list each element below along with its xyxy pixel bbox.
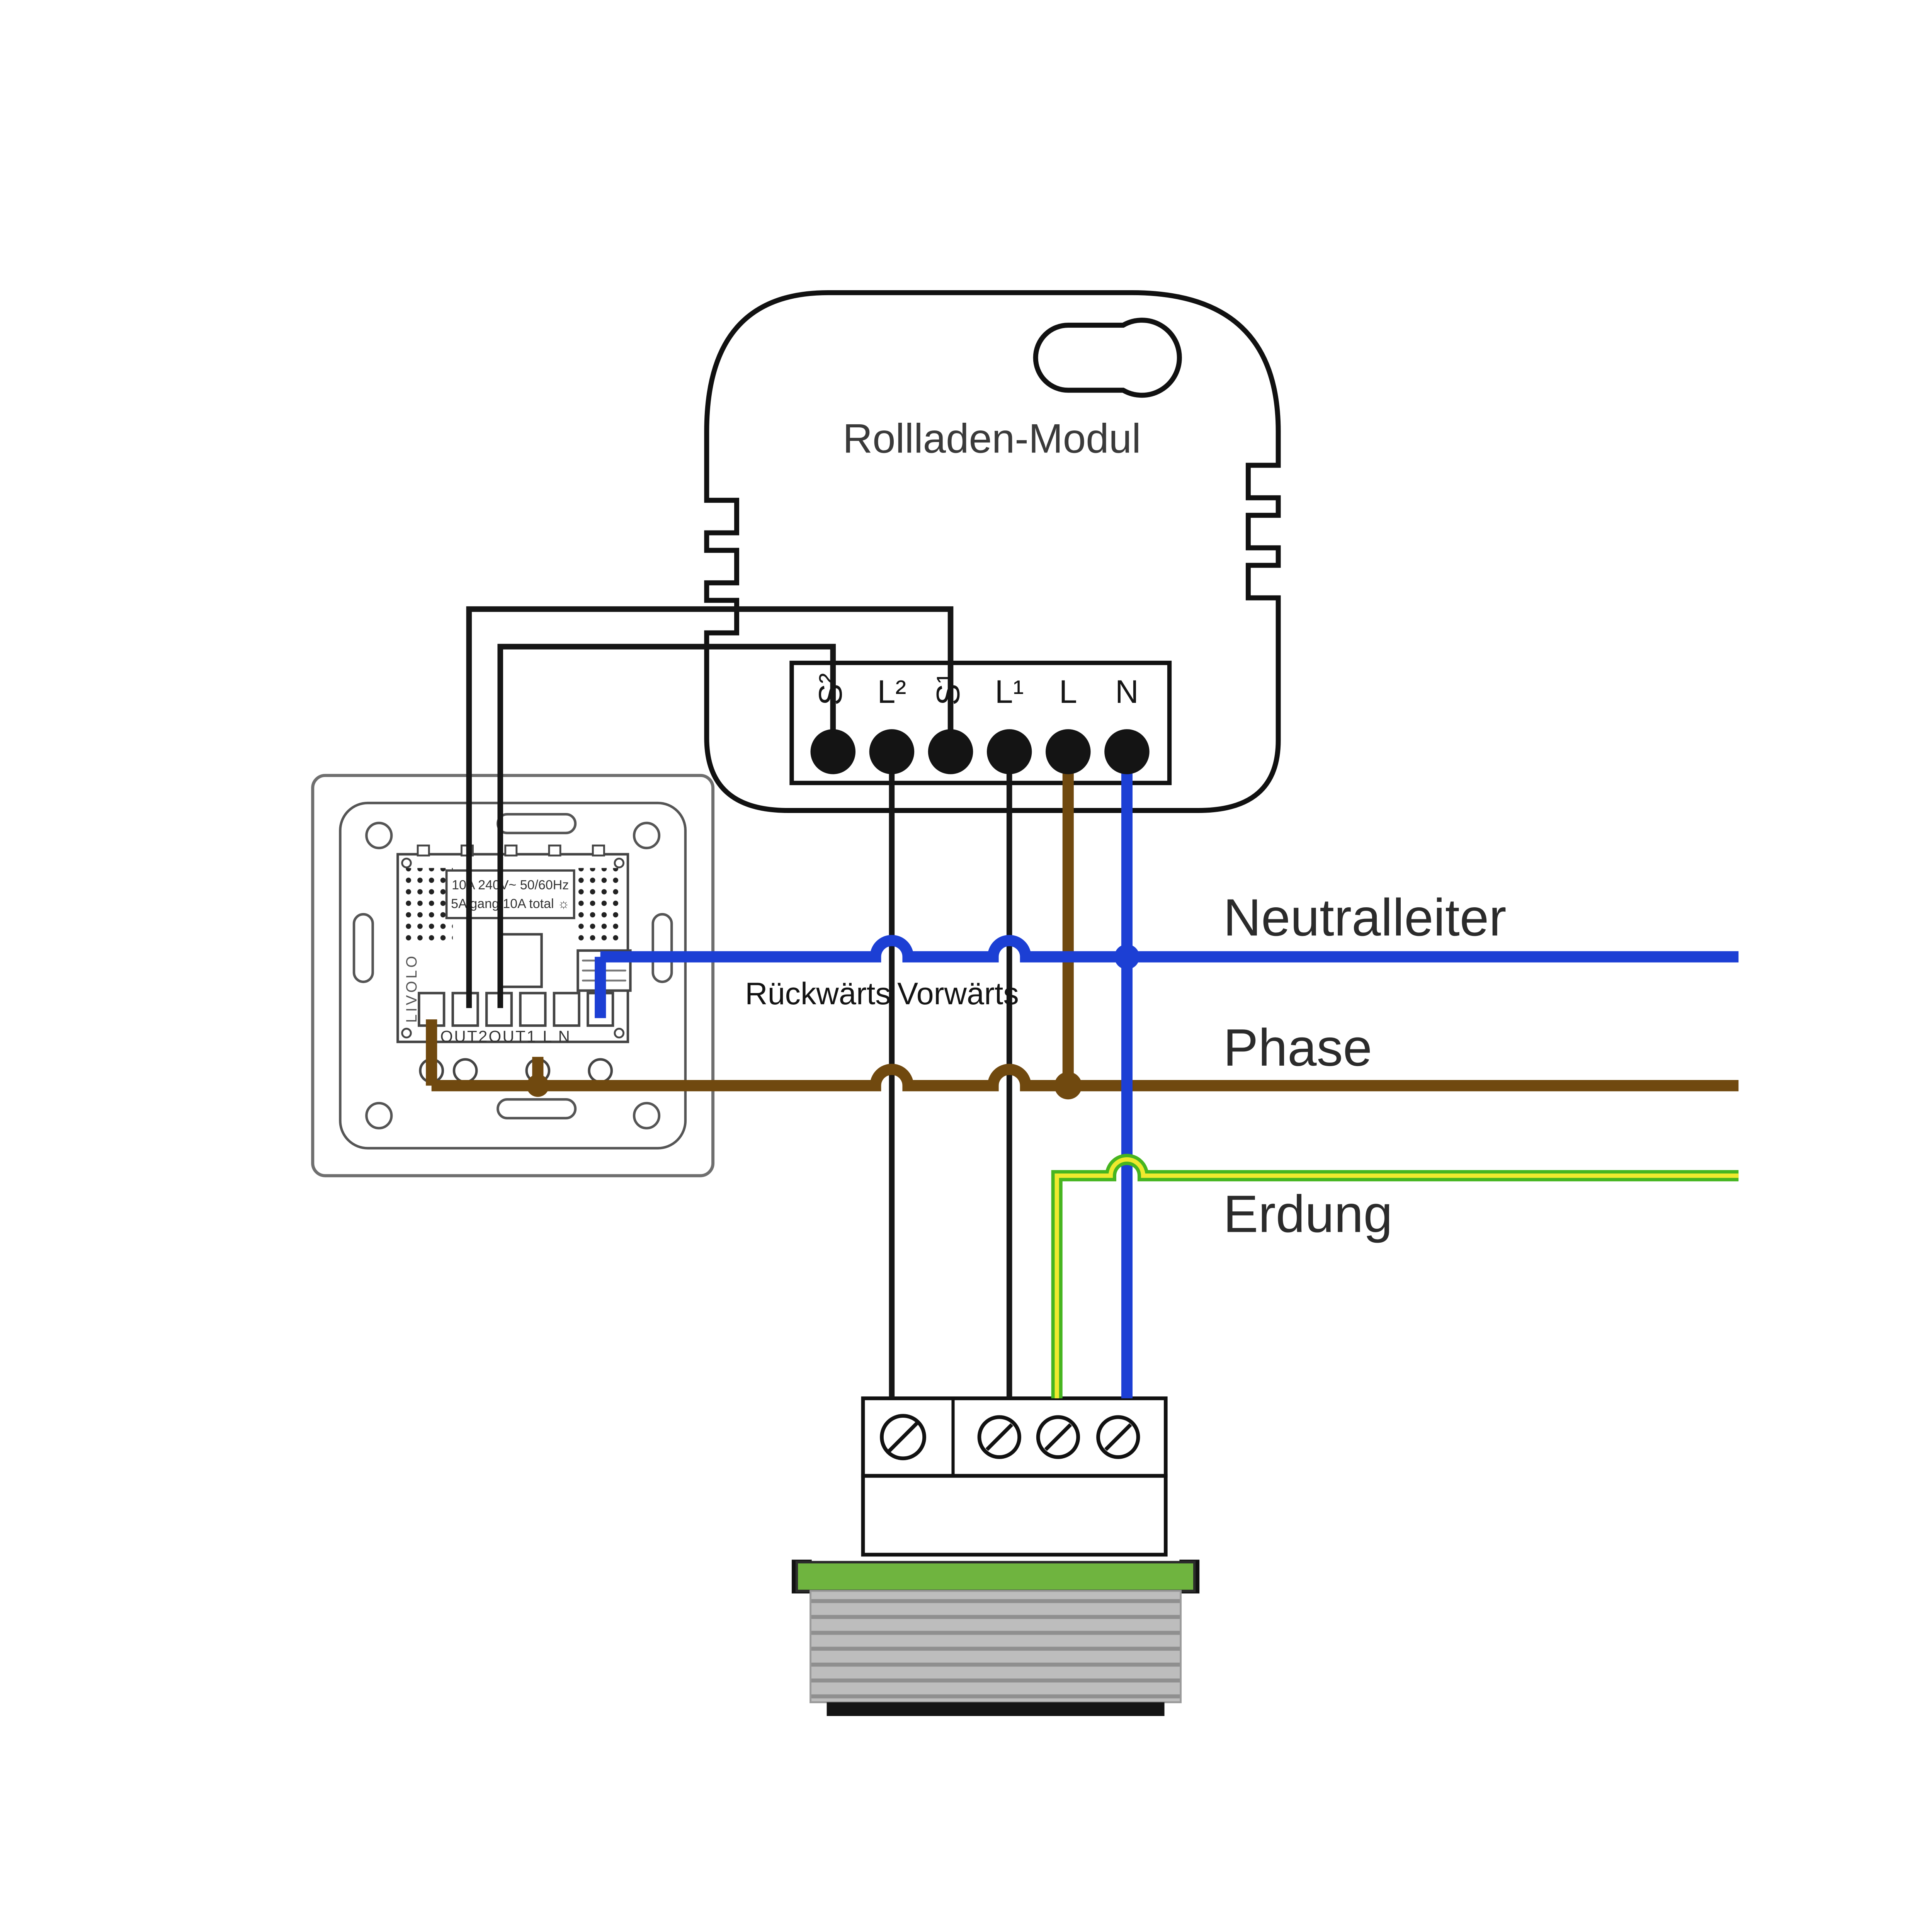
module-terminals: S² L² S¹ L¹ L N [810,673,1150,774]
label-phase: Phase [1223,1018,1372,1077]
plate-screw-hole [365,821,393,849]
terminal-s1 [928,729,973,774]
neutral-wires [595,752,1739,1398]
motor-body [861,1474,1168,1557]
terminal-label-l2: L² [877,673,906,710]
wire-neutral-horizontal [600,935,1739,963]
shutter-motor [791,1396,1200,1716]
shutter-module: Rollladen-Modul [704,290,1281,813]
switch-terminal-slot [519,992,547,1027]
label-neutralleiter: Neutralleiter [1223,888,1507,947]
brand-text: LIVOLO [403,954,420,1023]
wire-phase-horizontal [431,1064,1739,1092]
wall-switch: 10A 240V~ 50/60Hz 5A gang 10A total ☼ LI… [311,774,715,1177]
terminal-l2 [869,729,915,774]
shutter-bottom-bar [827,1702,1165,1716]
terminal-label-s2: S² [812,673,849,705]
earth-wires [1051,1154,1739,1398]
module-title: Rollladen-Modul [843,415,1141,462]
label-vorwaerts: Vorwärts [897,976,1019,1011]
wire-text-labels: Neutralleiter Phase Erdung Rückwärts Vor… [745,888,1506,1243]
label-rueckwaerts: Rückwärts [745,976,891,1011]
inner-module-tab [504,844,518,857]
shutter-curtain [810,1590,1182,1703]
neutral-junction-dot [1114,944,1139,969]
phase-junction-dot [526,1074,549,1097]
terminal-l1 [986,729,1032,774]
motor-terminal-screw-slot [1044,1423,1072,1451]
terminal-label-l: L [1059,673,1077,710]
plate-slot-right [651,913,673,983]
phase-wires [426,752,1739,1100]
motor-terminal-screw-slot [985,1423,1014,1451]
inner-module-corner-hole [401,1027,412,1039]
inner-module-corner-hole [614,1027,625,1039]
shutter-rail [795,1561,1196,1592]
plate-screw-hole [365,1102,393,1129]
wire-s1-to-switch [466,606,954,1008]
terminal-label-n: N [1115,673,1139,710]
inner-module-corner-hole [401,857,412,869]
relay-component [498,933,543,988]
motor-terminal-screw-slot [888,1422,918,1452]
inner-module-tab [417,844,430,857]
vent-dot-grid-left [403,868,453,946]
terminal-l [1046,729,1091,774]
switch-terminal-slot [553,992,580,1027]
inner-module-tab [592,844,605,857]
inner-module-tab [548,844,561,857]
inner-module-corner-hole [614,857,625,869]
plate-slot-bottom [497,1098,577,1120]
wire-s2-to-switch [497,644,836,1008]
switch-terminal-screw [588,1058,613,1083]
terminal-label-s1: S¹ [930,673,966,705]
switch-terminal-row-label: OUT2OUT1 L N [440,1027,571,1045]
wire-earth-yellow-stripe [1054,1157,1739,1398]
phase-junction-dot [1054,1072,1082,1100]
terminal-s2 [810,729,856,774]
terminal-n [1104,729,1150,774]
wire-earth-green [1051,1154,1739,1398]
plate-screw-hole [633,821,661,849]
switch-terminal-screw [452,1058,478,1083]
label-erdung: Erdung [1223,1184,1393,1243]
module-terminal-block [789,660,1172,785]
plate-slot-left [352,913,374,983]
motor-terminal-screw-slot [1104,1423,1132,1451]
module-keyhole-slot [1033,318,1182,398]
switch-terminal-slot [451,992,479,1027]
plate-screw-hole [633,1102,661,1129]
vent-dot-grid-right [573,868,623,946]
terminal-label-l1: L¹ [995,673,1024,710]
